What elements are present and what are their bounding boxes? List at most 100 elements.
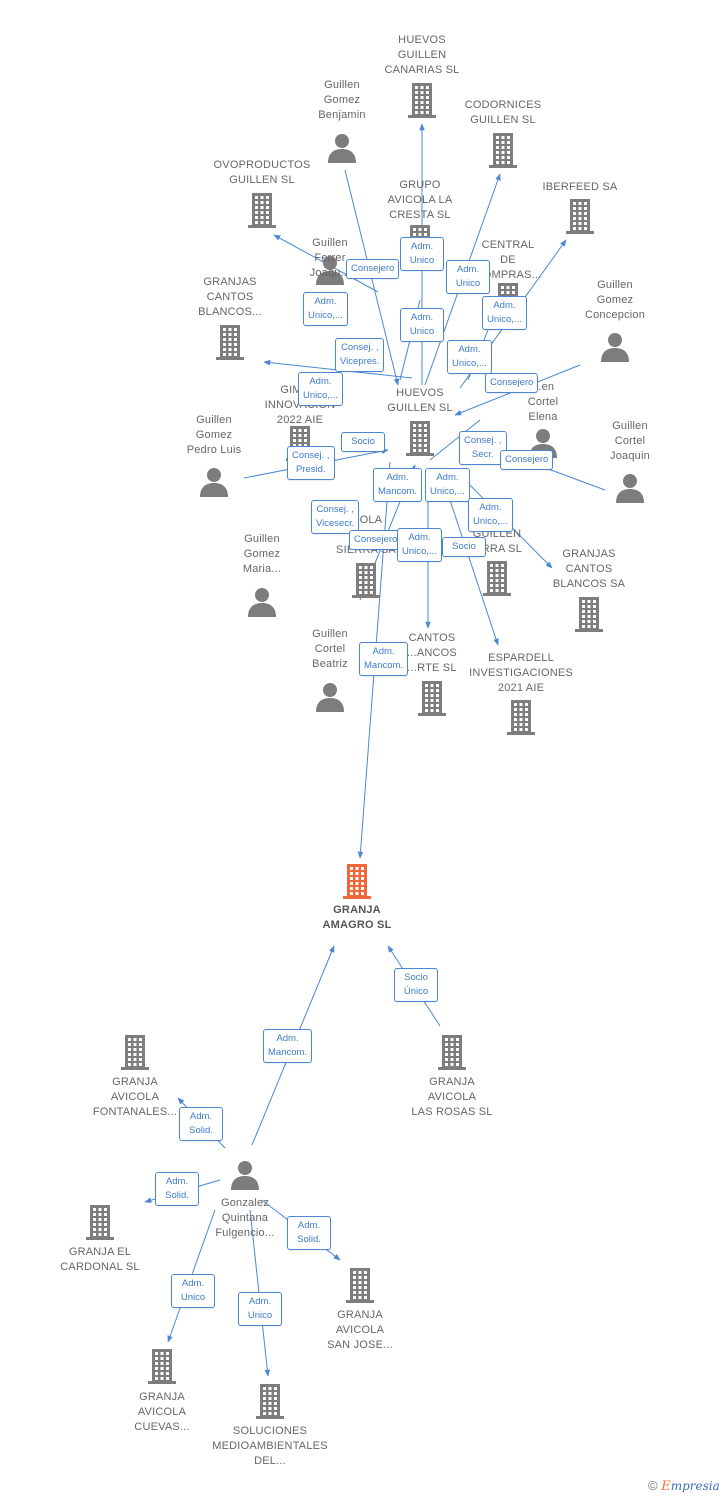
relation-role-label[interactable]: Socio	[341, 432, 385, 452]
building-icon[interactable]	[346, 1267, 374, 1303]
node-label-line: AVICOLA	[110, 1091, 160, 1103]
node-label-line: GUILLEN SL	[470, 114, 536, 126]
relation-role-label[interactable]: Consej. , Vicesecr.	[311, 500, 360, 534]
relation-role-label[interactable]: Adm. Unico,...	[397, 528, 442, 562]
person-icon[interactable]	[315, 682, 345, 712]
building-icon[interactable]	[256, 1383, 284, 1419]
node-label-line: CODORNICES	[464, 99, 542, 111]
building-icon[interactable]	[408, 82, 436, 118]
building-icon[interactable]	[343, 863, 371, 899]
building-icon[interactable]	[121, 1034, 149, 1070]
relation-role-label[interactable]: Consejero	[349, 530, 403, 550]
node-label-line: Guillen	[324, 79, 360, 91]
building-icon[interactable]	[418, 680, 446, 716]
brand-initial: E	[661, 1479, 671, 1494]
relation-role-label[interactable]: Adm. Mancom.	[359, 642, 409, 676]
relation-role-label[interactable]: Consej. , Secr.	[459, 431, 507, 465]
relation-role-label[interactable]: Consej. , Vicepres.	[335, 338, 385, 372]
relation-role-label[interactable]: Consej. , Presid.	[287, 446, 335, 480]
node-label-line: Gomez	[243, 548, 281, 560]
node-label-line: Ferrer	[314, 252, 346, 264]
person-icon[interactable]	[615, 473, 645, 503]
person-icon[interactable]	[600, 332, 630, 362]
relation-role-label[interactable]: Adm. Unico	[400, 308, 444, 342]
building-icon[interactable]	[406, 420, 434, 456]
relation-role-label[interactable]: Adm. Unico,...	[303, 292, 348, 326]
building-icon[interactable]	[86, 1204, 114, 1240]
person-icon[interactable]	[199, 467, 229, 497]
relation-role-label[interactable]: Consejero	[485, 373, 539, 393]
building-icon[interactable]	[248, 192, 276, 228]
node-label-line: 2022 AIE	[276, 414, 324, 426]
relation-role-label[interactable]: Adm. Unico,...	[447, 340, 492, 374]
person-icon[interactable]	[327, 133, 357, 163]
brand-name: mpresia	[670, 1479, 720, 1493]
node-label-line: INVESTIGACIONES	[469, 667, 573, 679]
relation-role-label[interactable]: Adm. Unico,...	[425, 468, 470, 502]
relation-role-label[interactable]: Adm. Solid.	[179, 1107, 223, 1141]
relation-role-label[interactable]: Adm. Unico,...	[298, 372, 343, 406]
relation-role-label[interactable]: Consejero	[346, 259, 400, 279]
relation-role-label[interactable]: Consejero	[500, 450, 554, 470]
node-label-line: HUEVOS	[396, 387, 444, 399]
relation-role-label[interactable]: Adm. Unico	[446, 260, 490, 294]
node-label-codornices[interactable]: CODORNICES GUILLEN SL	[433, 98, 573, 128]
relation-role-label[interactable]: Socio Único	[394, 968, 438, 1002]
node-label-cantos-norte[interactable]: CANTOS...ANCOS...RTE SL	[362, 631, 502, 676]
node-label-line: CRESTA SL	[389, 209, 451, 221]
person-icon[interactable]	[230, 1160, 260, 1190]
node-label-line: Cortel	[527, 396, 559, 408]
relation-role-label[interactable]: Adm. Unico	[171, 1274, 215, 1308]
building-icon[interactable]	[483, 560, 511, 596]
node-label-line: MEDIOAMBIENTALES	[212, 1440, 328, 1452]
building-icon[interactable]	[352, 562, 380, 598]
relation-role-label[interactable]: Socio	[442, 537, 486, 557]
relation-role-label[interactable]: Adm. Unico,...	[482, 296, 527, 330]
empresia-watermark[interactable]: © Empresia	[648, 1478, 720, 1494]
building-icon[interactable]	[489, 132, 517, 168]
relation-role-label[interactable]: Adm. Mancom.	[373, 468, 423, 502]
node-label-line: AVICOLA	[137, 1406, 187, 1418]
relation-role-label[interactable]: Adm. Unico	[238, 1292, 282, 1326]
building-icon[interactable]	[566, 198, 594, 234]
node-label-line: COMPRAS...	[474, 269, 542, 281]
relation-role-label[interactable]: Adm. Solid.	[155, 1172, 199, 1206]
relation-role-label[interactable]: Adm. Unico,...	[468, 498, 513, 532]
building-icon[interactable]	[575, 596, 603, 632]
node-label-iberfeed[interactable]: IBERFEED SA	[510, 180, 650, 195]
relation-role-label[interactable]: Adm. Solid.	[287, 1216, 331, 1250]
relation-role-label[interactable]: Adm. Mancom.	[263, 1029, 313, 1063]
building-icon[interactable]	[148, 1348, 176, 1384]
node-label-line: LAS ROSAS SL	[411, 1106, 493, 1118]
node-label-line: Maria...	[242, 563, 282, 575]
person-icon[interactable]	[247, 587, 277, 617]
building-icon[interactable]	[507, 699, 535, 735]
relation-role-label[interactable]: Adm. Unico	[400, 237, 444, 271]
building-icon[interactable]	[216, 324, 244, 360]
building-icon[interactable]	[438, 1034, 466, 1070]
person-icon[interactable]	[315, 255, 345, 285]
